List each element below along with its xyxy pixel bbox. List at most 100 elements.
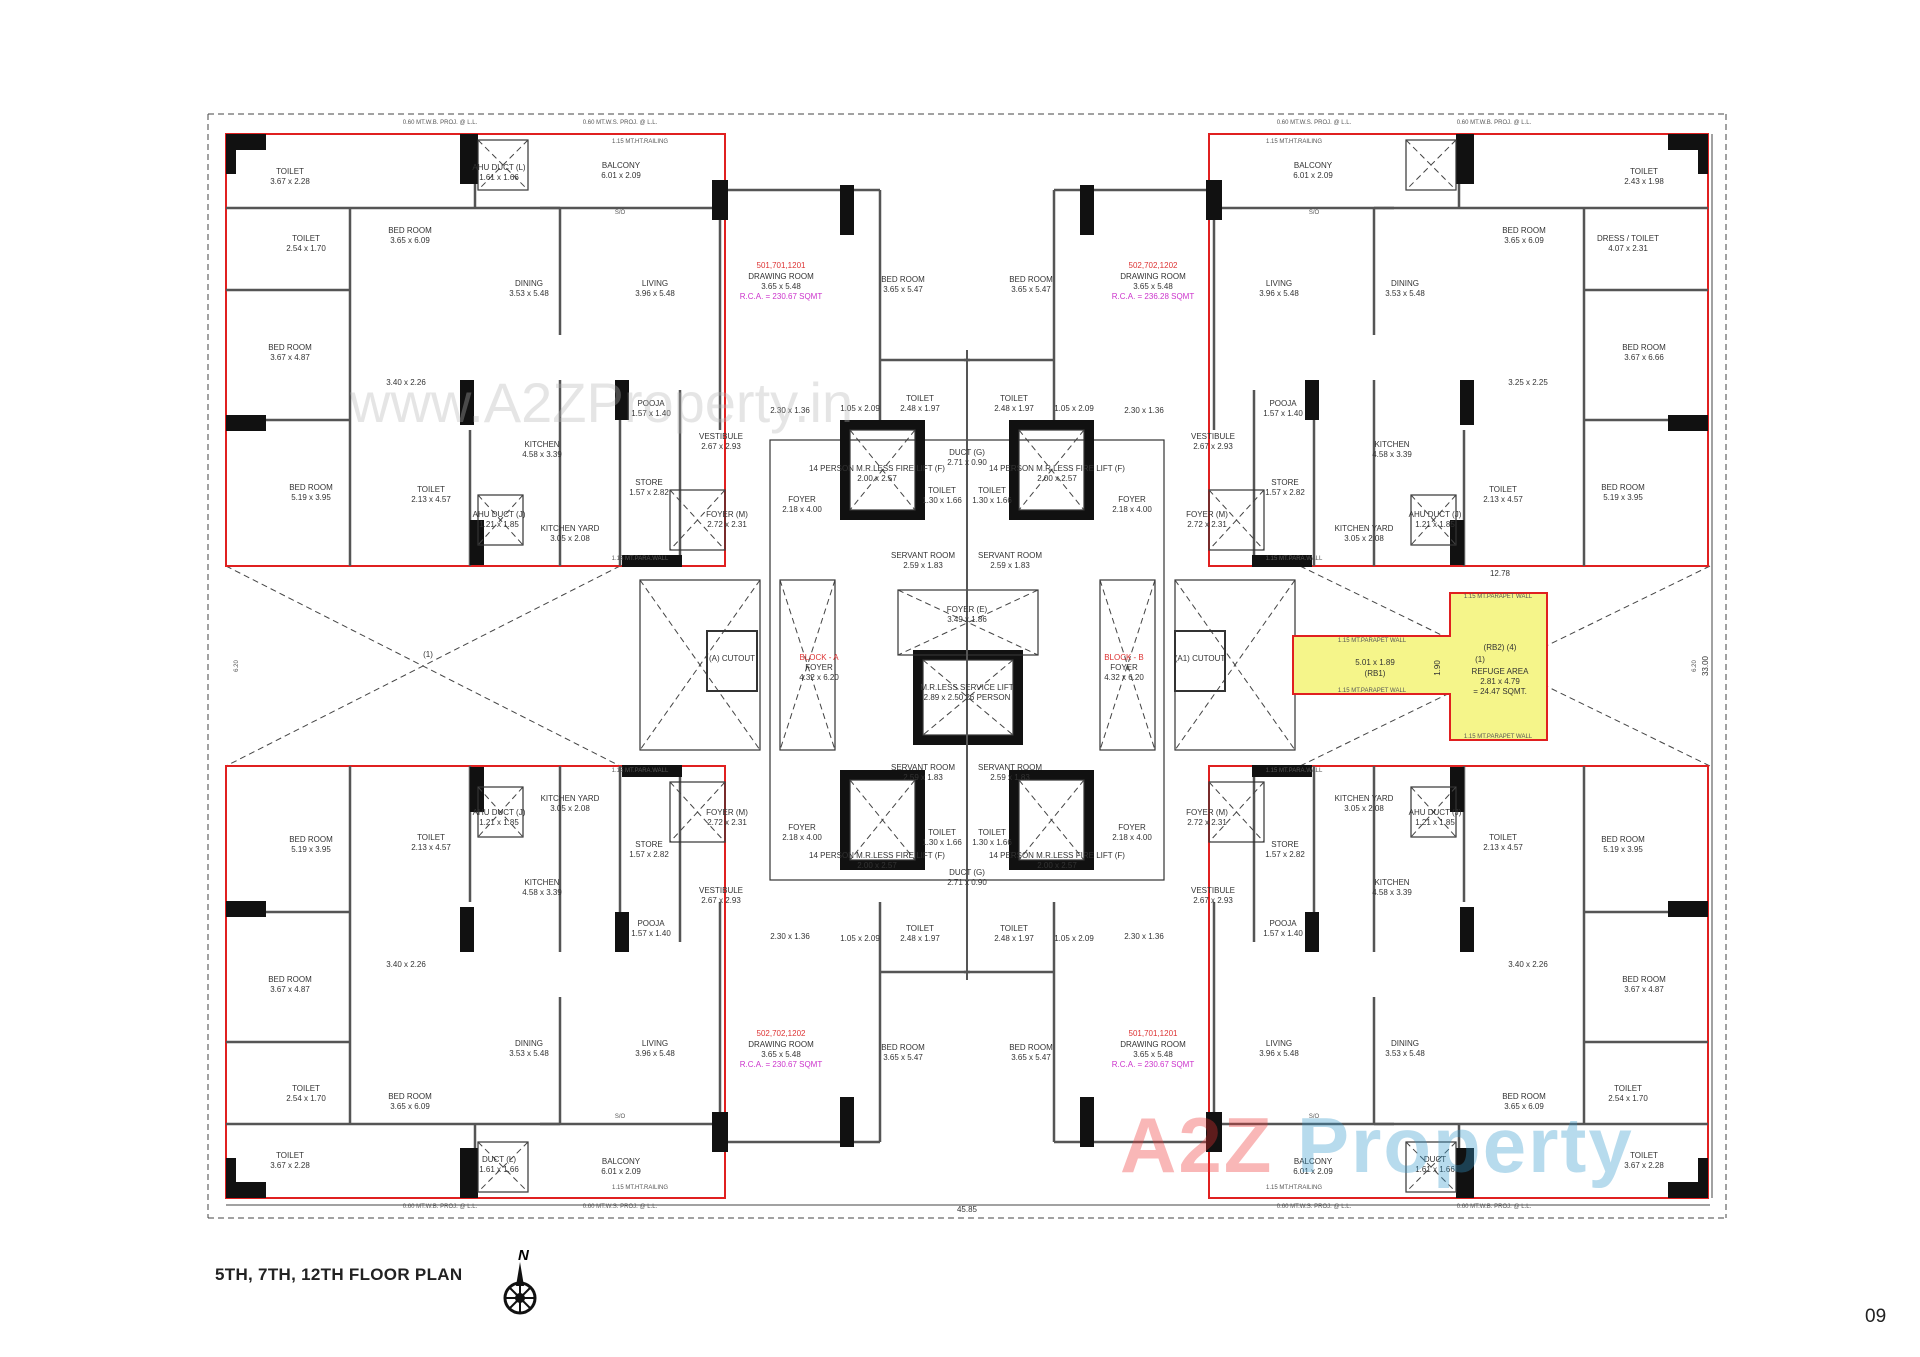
- room-name: FOYER: [788, 495, 816, 504]
- projection-note: 0.60 MT.W.B. PROJ. @ L.L.: [403, 1204, 478, 1210]
- cross-line: [1405, 139, 1457, 191]
- room-dims: 4.58 x 3.39: [522, 450, 562, 459]
- room-name: DUCT: [1424, 1155, 1446, 1164]
- stair-cross: [639, 579, 761, 751]
- room-name: TOILET: [906, 394, 934, 403]
- stair-cross: [1099, 579, 1156, 751]
- fire-lift-shaft: [840, 420, 925, 520]
- sliding-door-note: S/O: [615, 1114, 626, 1120]
- room-dims: 3.65 x 5.48: [1133, 1050, 1173, 1059]
- room-dims: 2.30 x 1.36: [770, 406, 810, 415]
- room-dims: 3.05 x 2.08: [1344, 534, 1384, 543]
- refuge-width: 1.90: [1433, 660, 1442, 676]
- column: [1450, 767, 1464, 812]
- duct-box: [1208, 489, 1265, 551]
- room-dims: 2.54 x 1.70: [286, 1094, 326, 1103]
- duct-box: [1405, 1141, 1457, 1193]
- room-dims: 6.01 x 2.09: [1293, 1167, 1333, 1176]
- room-dims: 2.67 x 2.93: [1193, 442, 1233, 451]
- open-area-label: (1): [1475, 655, 1485, 664]
- room-dims: 3.96 x 5.48: [635, 289, 675, 298]
- core-room-name: TOILET: [978, 828, 1006, 837]
- room-dims: 2.18 x 4.00: [1112, 833, 1152, 842]
- core-room-dims: 2.00 x 2.57: [857, 474, 897, 483]
- room-dims: 2.30 x 1.36: [1124, 406, 1164, 415]
- room-name: KITCHEN: [1374, 878, 1409, 887]
- column: [460, 907, 474, 952]
- core-room-name: SERVANT ROOM: [978, 551, 1042, 560]
- sliding-door-note: S/O: [1309, 210, 1320, 216]
- refuge-name: REFUGE AREA: [1472, 667, 1530, 676]
- core-room-name: SERVANT ROOM: [891, 551, 955, 560]
- room-name: TOILET: [1489, 485, 1517, 494]
- duct-box: [669, 781, 726, 843]
- cross-line: [1208, 489, 1265, 551]
- column: [1698, 1158, 1708, 1198]
- block-foyer-dims: 4.32 x 6.20: [1104, 673, 1144, 682]
- room-dims: 2.67 x 2.93: [701, 442, 741, 451]
- column: [460, 380, 474, 425]
- core-room-name: TOILET: [978, 486, 1006, 495]
- fire-lift-cross: [1018, 779, 1085, 861]
- room-dims: 2.13 x 4.57: [1483, 495, 1523, 504]
- room-name: TOILET: [906, 924, 934, 933]
- projection-note: 0.60 MT.W.S. PROJ. @ L.L.: [583, 120, 658, 126]
- room-name: DRAWING ROOM: [748, 272, 814, 281]
- cross-line: [669, 781, 726, 843]
- column: [615, 912, 629, 952]
- room-dims: 1.05 x 2.09: [840, 404, 880, 413]
- projection-note: 0.60 MT.W.B. PROJ. @ L.L.: [1457, 120, 1532, 126]
- core-room-dims: 2.00 x 2.57: [857, 861, 897, 870]
- room-dims: 4.58 x 3.39: [1372, 888, 1412, 897]
- fire-lift-cross: [849, 429, 916, 511]
- core-room-dims: 1.30 x 1.66: [972, 496, 1012, 505]
- cross-line: [477, 494, 524, 546]
- room-name: DINING: [1391, 1039, 1419, 1048]
- room-name: STORE: [635, 840, 662, 849]
- column: [1206, 180, 1222, 220]
- refuge-dims: 2.81 x 4.79: [1480, 677, 1520, 686]
- room-dims: 6.01 x 2.09: [1293, 171, 1333, 180]
- unit-number: 502,702,1202: [1129, 261, 1178, 270]
- room-dims: 2.67 x 2.93: [701, 896, 741, 905]
- room-name: KITCHEN: [524, 440, 559, 449]
- cutout: [706, 630, 758, 692]
- duct-box: [1208, 781, 1265, 843]
- parapet-wall-note: 1.15 MT.PARAPET WALL: [1464, 594, 1533, 600]
- duct-box: [477, 139, 529, 191]
- room-dims: 3.40 x 2.26: [1508, 960, 1548, 969]
- room-dims: 3.96 x 5.48: [1259, 289, 1299, 298]
- core-room-dims: 1.30 x 1.66: [922, 496, 962, 505]
- room-dims: 3.65 x 5.47: [883, 1053, 923, 1062]
- core-room-name: TOILET: [928, 486, 956, 495]
- room-name: FOYER: [1118, 495, 1146, 504]
- open-area-label: (1): [423, 650, 433, 659]
- room-name: TOILET: [1000, 394, 1028, 403]
- column: [1080, 1097, 1094, 1147]
- refuge-top-dim: 12.78: [1490, 569, 1511, 578]
- column: [615, 380, 629, 420]
- room-name: TOILET: [1489, 833, 1517, 842]
- core-room-name: SERVANT ROOM: [978, 763, 1042, 772]
- cross-line: [477, 1141, 529, 1193]
- room-dims: 1.57 x 1.40: [631, 929, 671, 938]
- room-name: TOILET: [1614, 1084, 1642, 1093]
- room-name: BED ROOM: [881, 275, 925, 284]
- column: [226, 415, 266, 431]
- room-dims: 3.05 x 2.08: [550, 804, 590, 813]
- railing-note: 1.15 MT.HT.RAILING: [1266, 139, 1322, 145]
- room-dims: 3.65 x 6.09: [390, 1102, 430, 1111]
- room-dims: 5.19 x 3.95: [291, 845, 331, 854]
- room-dims: 1.05 x 2.09: [840, 934, 880, 943]
- overall-depth-dim: 33.00: [1701, 655, 1710, 676]
- room-dims: 3.65 x 6.09: [1504, 1102, 1544, 1111]
- room-name: AHU DUCT (L): [472, 163, 526, 172]
- refuge-area-value: = 24.47 SQMT.: [1473, 687, 1527, 696]
- core-room-name: TOILET: [928, 828, 956, 837]
- room-name: KITCHEN YARD: [1335, 524, 1394, 533]
- room-dims: 1.57 x 2.82: [1265, 850, 1305, 859]
- core-room-dims: 2.59 x 1.83: [903, 561, 943, 570]
- railing-note: 1.15 MT.HT.RAILING: [612, 1185, 668, 1191]
- room-dims: 3.53 x 5.48: [1385, 1049, 1425, 1058]
- open-area-cross: [225, 565, 621, 767]
